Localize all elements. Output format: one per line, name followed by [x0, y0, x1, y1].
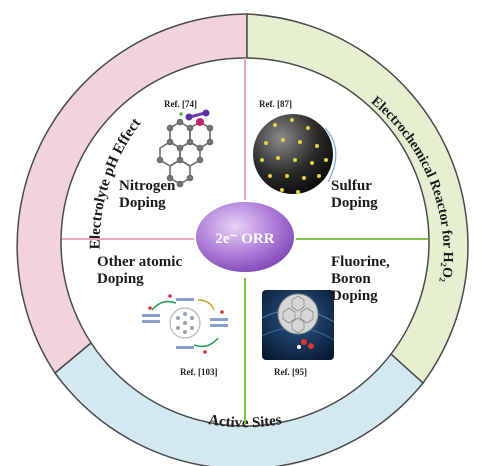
quadrant-label-nitrogen-doping: Nitrogen Doping	[119, 178, 175, 212]
ref-sulfur: Ref. [87]	[259, 99, 292, 109]
other-line-2: Doping	[97, 271, 144, 287]
ref-other-doping: Ref. [103]	[180, 367, 218, 377]
center-ellipse	[194, 200, 296, 274]
quadrant-label-fluorine-boron-doping: Fluorine, Boron Doping	[331, 254, 390, 305]
fluorine-line-1: Fluorine,	[331, 254, 390, 270]
sulfur-sphere-illustration	[253, 114, 337, 194]
fluorine-line-2: Boron	[331, 271, 371, 287]
center-label: 2e⁻ ORR	[215, 231, 274, 247]
other-doping-schematic	[142, 294, 228, 354]
quadrant-label-other-atomic-doping: Other atomic Doping	[97, 254, 182, 288]
nitrogen-line-1: Nitrogen	[119, 178, 176, 194]
quadrant-label-sulfur-doping: Sulfur Doping	[331, 178, 378, 212]
sulfur-line-2: Doping	[331, 195, 378, 211]
nitrogen-line-2: Doping	[119, 195, 166, 211]
nitrogen-molecule-illustration	[156, 118, 214, 188]
sulfur-line-1: Sulfur	[331, 178, 372, 194]
ref-fluorine-boron: Ref. [95]	[274, 367, 307, 377]
fluorine-boron-cage-illustration	[261, 290, 335, 360]
other-line-1: Other atomic	[97, 254, 183, 270]
oxygen-molecule-icon	[179, 109, 210, 121]
ref-nitrogen: Ref. [74]	[164, 99, 197, 109]
fluorine-line-3: Doping	[331, 288, 378, 304]
